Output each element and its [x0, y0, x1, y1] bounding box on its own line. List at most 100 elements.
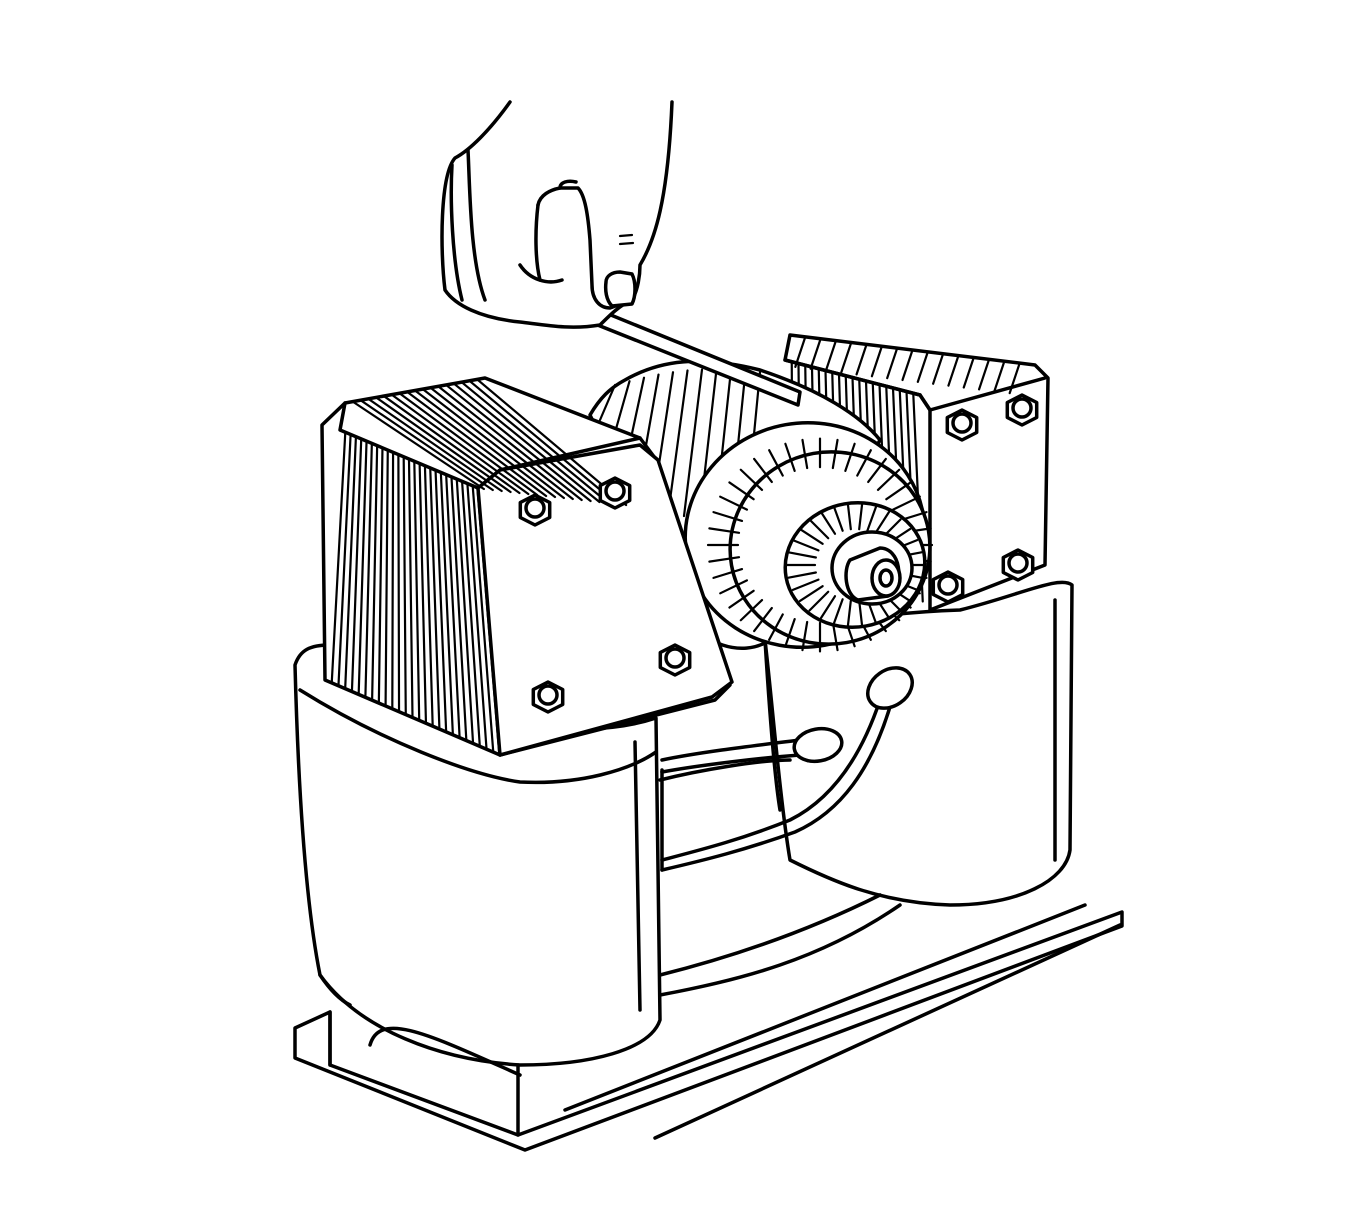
lamination-line: [977, 358, 991, 391]
commutator-segment: [712, 511, 744, 523]
commutator-segment: [798, 527, 824, 545]
lamination-line: [439, 471, 454, 736]
commutator-segment: [753, 606, 773, 633]
lamination-line: [351, 400, 485, 491]
lamination-line: [350, 437, 363, 693]
commutator-segment: [739, 598, 764, 622]
lamination-line: [429, 466, 441, 731]
commutator-segment: [858, 503, 864, 531]
commutator-segment: [708, 556, 741, 563]
commutator-segment: [876, 468, 901, 492]
growler-housing-left: [293, 643, 662, 1137]
lamination-line: [452, 382, 601, 504]
lamination-line: [1008, 362, 1021, 395]
lamination-line: [390, 393, 530, 496]
commutator-segment: [791, 539, 820, 552]
lamination-line: [993, 360, 1006, 393]
commutator-segment: [768, 449, 784, 477]
lamination-line: [367, 397, 503, 493]
commutator-segment: [846, 503, 852, 531]
commutator-segment: [719, 495, 749, 511]
lamination-line: [377, 446, 384, 705]
lamination-line: [460, 480, 481, 748]
lamination-line: [406, 390, 548, 498]
bolt-icon: [531, 680, 565, 714]
lamination-line: [391, 451, 395, 710]
commutator-segment: [831, 438, 839, 470]
lamination-line: [384, 448, 389, 708]
lamination-line: [466, 482, 488, 751]
commutator-segment: [768, 613, 784, 641]
commutator-segment: [801, 620, 809, 652]
commutator-segment: [891, 495, 921, 511]
lamination-line: [455, 477, 475, 745]
lamination-line: [330, 431, 347, 684]
armature-slot-line: [682, 368, 704, 518]
lamination-line: [870, 345, 883, 378]
lamination-line: [434, 469, 448, 734]
commutator-segment: [844, 442, 856, 473]
lamination-line: [359, 399, 494, 492]
lamination-line: [371, 444, 379, 702]
bolt-icon: [1005, 393, 1039, 427]
lamination-line: [413, 460, 421, 722]
lamination-line: [824, 339, 838, 372]
commutator-segment: [885, 481, 912, 501]
bolt-icon: [1001, 548, 1035, 582]
lamination-line: [947, 354, 960, 387]
lamination-line: [421, 388, 565, 500]
lamination-line: [445, 473, 461, 739]
commutator-segment: [819, 595, 837, 620]
commutator-segment: [728, 589, 755, 609]
lamination-line: [344, 435, 358, 690]
bolt-icon: [518, 493, 552, 527]
commutator-segment: [753, 457, 773, 484]
mounting-bolts: [518, 393, 1039, 714]
power-cord: [660, 666, 914, 872]
lamination-line: [413, 389, 557, 499]
growler-housing-right: [763, 580, 1074, 907]
armature-slot-line: [612, 380, 631, 438]
lamination-line: [357, 440, 368, 696]
bolt-icon: [931, 570, 965, 604]
lamination-line: [932, 352, 945, 385]
commutator-segment: [856, 449, 872, 477]
commutator-segment: [801, 438, 809, 470]
commutator-segment: [787, 551, 817, 559]
lamination-line: [382, 394, 521, 495]
under-frame: [658, 758, 902, 997]
lamination-line: [398, 392, 539, 497]
commutator-segment: [787, 571, 817, 579]
lamination-line: [375, 396, 512, 494]
bolt-icon: [658, 643, 692, 677]
commutator-segment: [866, 505, 878, 532]
lamination-line: [337, 433, 352, 687]
lamination-line: [840, 341, 853, 374]
lamination-line: [468, 379, 619, 506]
lamination-line: [916, 350, 929, 383]
commutator-segment: [819, 510, 837, 535]
commutator-segment: [712, 567, 744, 579]
lamination-line: [450, 475, 468, 742]
lamination-line: [397, 453, 401, 713]
lamination-line: [364, 442, 373, 699]
commutator-segment: [719, 579, 749, 595]
lamination-line: [437, 385, 583, 502]
lamination-line: [429, 386, 574, 501]
bolt-icon: [598, 476, 632, 510]
lamination-line: [794, 335, 807, 368]
commutator-segment: [791, 578, 820, 591]
shaft: [830, 530, 914, 606]
lamination-line: [901, 348, 914, 382]
commutator-segment: [832, 598, 844, 625]
commutator-segment: [784, 617, 796, 648]
commutator-segment: [858, 599, 864, 627]
hand-icon: [440, 100, 674, 329]
commutator-segment: [846, 599, 852, 627]
commutator-segment: [784, 442, 796, 473]
commutator-segment: [873, 510, 891, 535]
lamination-line: [402, 455, 407, 716]
base-plate: [293, 903, 1124, 1152]
lamination-line: [962, 356, 975, 389]
